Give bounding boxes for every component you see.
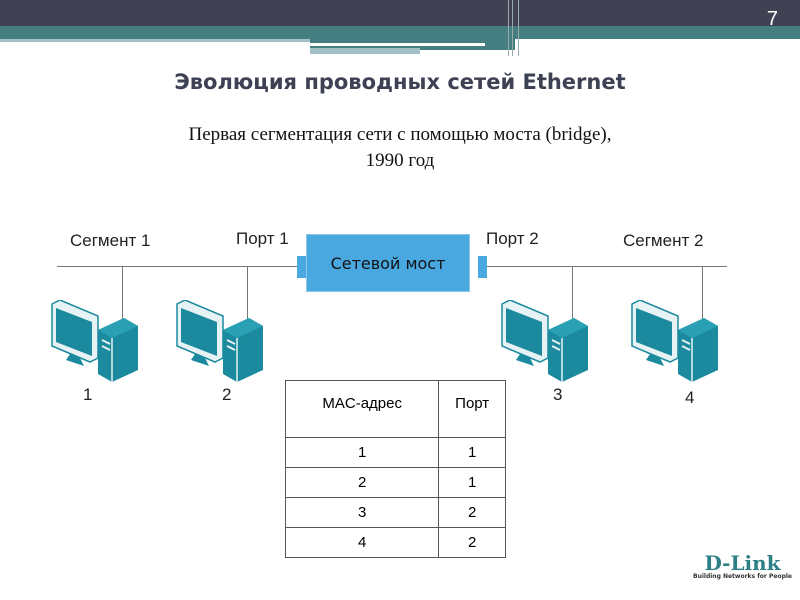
decor-line bbox=[518, 0, 519, 56]
computer-icon bbox=[50, 299, 142, 386]
computer-icon bbox=[175, 299, 267, 386]
cell: 1 bbox=[438, 467, 506, 498]
drop-wire bbox=[702, 267, 703, 319]
column-header: Порт bbox=[438, 380, 506, 438]
segment-1-wire bbox=[57, 266, 297, 267]
drop-wire bbox=[247, 267, 248, 319]
dlink-logo: D-Link Building Networks for People bbox=[693, 551, 792, 580]
subtitle-line: Первая сегментация сети с помощью моста … bbox=[188, 124, 612, 145]
computer-icon bbox=[630, 299, 722, 386]
decor-band bbox=[310, 48, 420, 54]
decor-line bbox=[0, 39, 310, 42]
drop-wire bbox=[572, 267, 573, 319]
decor-line bbox=[310, 43, 485, 46]
computer-label: 3 bbox=[553, 385, 563, 404]
computer-icon bbox=[500, 299, 592, 386]
segment-1-label: Сегмент 1 bbox=[70, 231, 151, 250]
segment-2-wire bbox=[487, 266, 727, 267]
decor-line bbox=[508, 0, 509, 56]
port-2 bbox=[478, 256, 487, 278]
column-header: MAC-адрес bbox=[284, 380, 440, 438]
slide-number: 7 bbox=[766, 8, 778, 30]
computer-label: 2 bbox=[222, 385, 232, 404]
port-2-label: Порт 2 bbox=[486, 229, 539, 248]
slide-title: Эволюция проводных сетей Ethernet bbox=[174, 70, 626, 94]
cell: 3 bbox=[284, 497, 440, 528]
cell: 4 bbox=[284, 527, 440, 558]
table-header-row: MAC-адрес Порт bbox=[284, 380, 506, 438]
cell: 1 bbox=[438, 437, 506, 468]
computer-label: 1 bbox=[83, 385, 93, 404]
network-bridge: Сетевой мост bbox=[306, 234, 470, 292]
segment-2-label: Сегмент 2 bbox=[623, 231, 704, 250]
cell: 2 bbox=[438, 497, 506, 528]
subtitle-line: 1990 год bbox=[365, 150, 435, 171]
drop-wire bbox=[122, 267, 123, 319]
port-1 bbox=[297, 256, 306, 278]
cell: 2 bbox=[284, 467, 440, 498]
cell: 1 bbox=[284, 437, 440, 468]
cell: 2 bbox=[438, 527, 506, 558]
computer-label: 4 bbox=[685, 388, 695, 407]
port-1-label: Порт 1 bbox=[236, 229, 289, 248]
header-band bbox=[0, 26, 800, 39]
slide-subtitle: Первая сегментация сети с помощью моста … bbox=[0, 122, 800, 174]
decor-line bbox=[512, 0, 513, 56]
header-bar bbox=[0, 0, 800, 26]
